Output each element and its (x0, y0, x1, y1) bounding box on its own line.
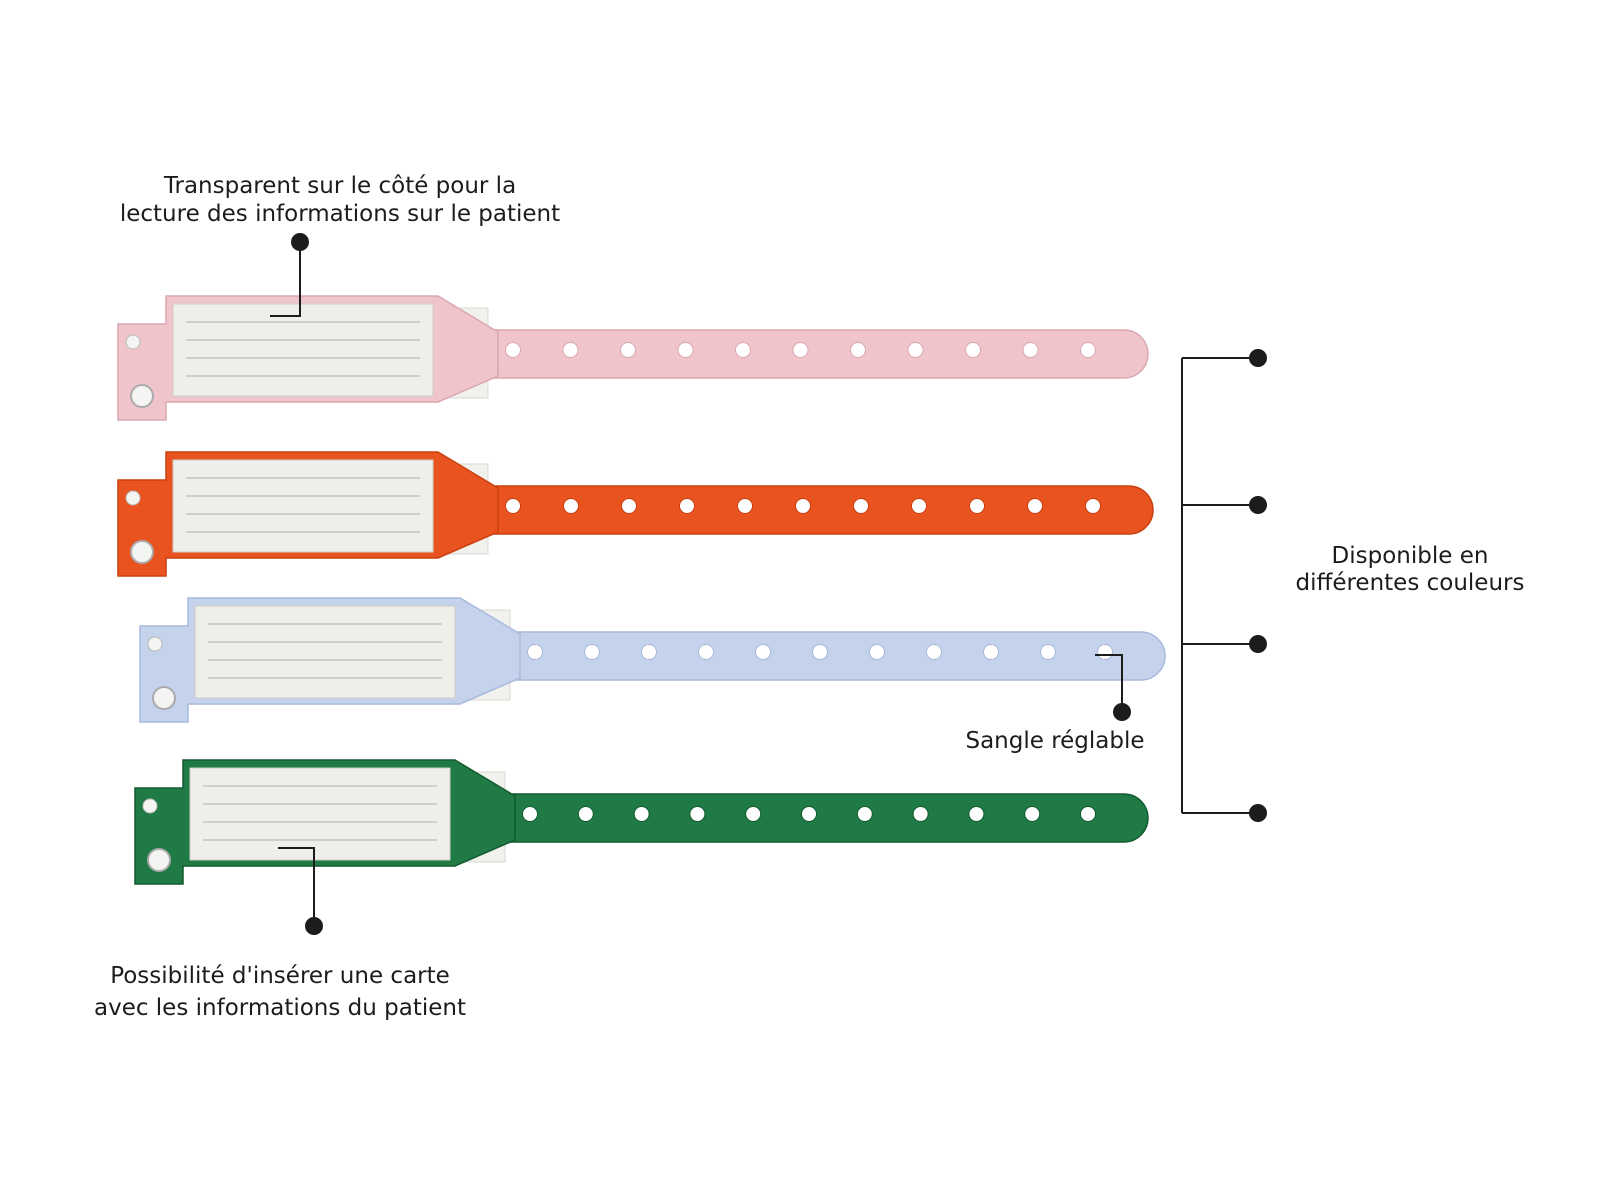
strap-hole (562, 342, 579, 358)
strap (417, 329, 1149, 379)
wristband-3 (139, 597, 1166, 723)
strap-hole (795, 498, 811, 514)
strap-hole (527, 644, 543, 660)
strap-hole (563, 498, 579, 514)
callout-insert-card: Possibilité d'insérer une carte avec les… (40, 960, 520, 1024)
strap-hole (912, 806, 929, 822)
callout-transparent-line2: lecture des informations sur le patient (119, 201, 561, 227)
snap-stud (142, 798, 158, 814)
snap-socket (130, 384, 154, 408)
strap-hole (621, 498, 637, 514)
strap-hole (1097, 644, 1113, 660)
strap-hole (755, 644, 771, 660)
strap-hole (926, 644, 942, 660)
callout-lines (270, 233, 1267, 935)
snap-stud (147, 636, 163, 652)
leader-insert (278, 847, 315, 926)
strap-hole (677, 342, 694, 358)
callout-insert-line1: Possibilité d'insérer une carte (110, 963, 450, 989)
callout-insert-line2: avec les informations du patient (93, 995, 467, 1021)
snap-stud (125, 334, 141, 350)
snap-socket (152, 686, 176, 710)
strap-hole (907, 342, 924, 358)
strap-hole (850, 342, 866, 358)
strap-hole (968, 806, 985, 822)
leader-transparent (270, 242, 301, 317)
wristband-1 (117, 295, 1149, 421)
callout-transparent-side: Transparent sur le côté pour la lecture … (60, 172, 620, 228)
strap-hole (735, 342, 751, 358)
strap-hole (698, 644, 714, 660)
callout-adjustable-strap: Sangle réglable (945, 727, 1165, 755)
snap-socket (147, 848, 171, 872)
callout-dot (1113, 703, 1131, 721)
strap-hole (737, 498, 753, 514)
info-card (189, 767, 451, 861)
strap-hole (505, 342, 521, 358)
strap-hole (1027, 498, 1043, 514)
strap (439, 631, 1166, 681)
callout-dot (1249, 635, 1267, 653)
snap-stud (125, 490, 141, 506)
strap (434, 793, 1149, 843)
strap-hole (577, 806, 594, 822)
callout-colors-line1: Disponible en (1331, 543, 1489, 569)
strap-hole (1085, 498, 1101, 514)
strap-hole (983, 644, 999, 660)
strap-hole (1080, 806, 1096, 822)
strap-hole (965, 342, 981, 358)
strap-hole (641, 644, 657, 660)
strap-hole (633, 806, 650, 822)
strap-hole (522, 806, 538, 822)
info-card (194, 605, 456, 699)
callout-dot (1249, 804, 1267, 822)
strap-hole (1022, 342, 1039, 358)
strap-hole (911, 498, 927, 514)
strap-hole (1024, 806, 1041, 822)
strap-hole (679, 498, 695, 514)
strap-hole (745, 806, 762, 822)
callout-strap-line1: Sangle réglable (965, 728, 1145, 754)
info-card (172, 459, 434, 553)
wristband-2 (117, 451, 1154, 577)
strap-hole (969, 498, 985, 514)
strap (417, 485, 1154, 535)
strap-hole (689, 806, 706, 822)
strap-hole (801, 806, 817, 822)
callout-dot (305, 917, 323, 935)
strap-hole (1040, 644, 1056, 660)
callout-dot (1249, 349, 1267, 367)
strap-hole (856, 806, 873, 822)
callout-colors-line2: différentes couleurs (1295, 570, 1525, 596)
wristband-4 (134, 759, 1149, 885)
strap-hole (584, 644, 600, 660)
strap-hole (853, 498, 869, 514)
snap-socket (130, 540, 154, 564)
callout-colors: Disponible en différentes couleurs (1255, 543, 1565, 597)
strap-hole (620, 342, 636, 358)
strap-hole (505, 498, 521, 514)
strap-hole (869, 644, 885, 660)
callout-dot (1249, 496, 1267, 514)
strap-hole (1080, 342, 1096, 358)
leader-strap (1095, 654, 1123, 712)
strap-hole (812, 644, 828, 660)
info-card (172, 303, 434, 397)
callout-transparent-line1: Transparent sur le côté pour la (163, 173, 517, 199)
strap-hole (792, 342, 809, 358)
